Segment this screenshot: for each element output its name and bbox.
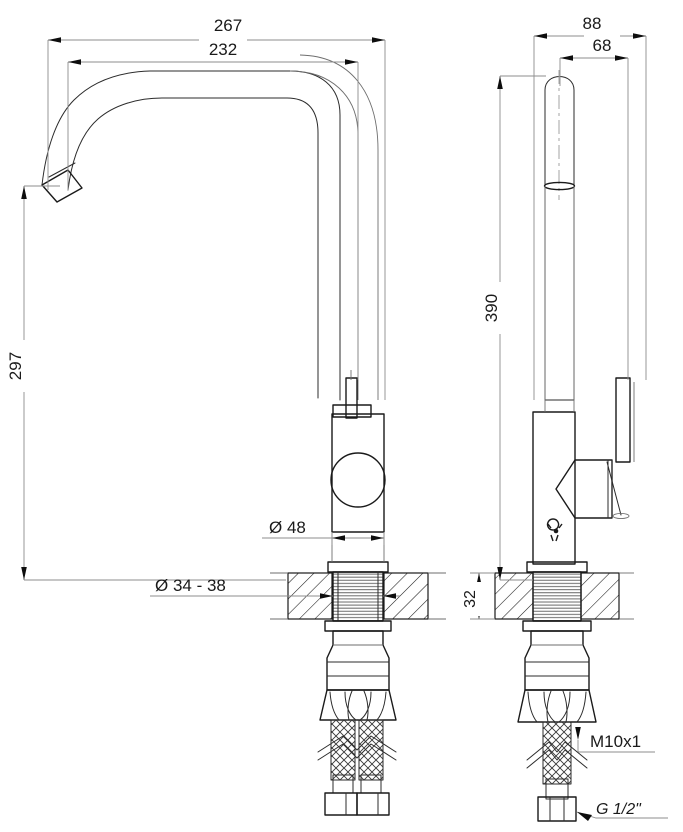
front-view-dimensions: 267 232 297 Ø 48 [6, 12, 400, 599]
dimension-32-label: 32 [462, 590, 479, 608]
dimension-88: 88 [533, 10, 647, 400]
front-hex-nuts [324, 792, 390, 816]
side-handle-mount [555, 459, 630, 520]
side-view-group [480, 70, 635, 822]
side-threaded-shank [526, 561, 588, 622]
front-spout-tip [41, 162, 83, 203]
side-body-column [532, 400, 576, 565]
dimension-390-label: 390 [482, 294, 501, 322]
side-spout [543, 70, 576, 401]
dimension-g12: G 1/2" [576, 801, 668, 821]
dimension-d34-38: Ø 34 - 38 [150, 576, 400, 599]
dimension-d48: Ø 48 [262, 518, 385, 545]
dimension-232-label: 232 [209, 40, 237, 59]
dimension-g12-label: G 1/2" [596, 801, 642, 818]
front-lever-handle [332, 370, 372, 419]
front-braided-hoses [317, 719, 397, 794]
side-braided-hose [526, 721, 588, 800]
brand-mark-icon [546, 518, 563, 542]
front-lower-connector [324, 620, 392, 691]
dimension-232: 232 [67, 36, 359, 380]
side-hex-nut [537, 796, 577, 822]
dimension-297: 297 [6, 185, 286, 581]
dimension-m10x1-label: M10x1 [590, 732, 641, 751]
side-view-dimensions: 88 68 390 32 M [462, 10, 668, 821]
front-fixing-clip [319, 689, 397, 721]
side-fixing-clip [517, 689, 597, 723]
dimension-d34-38-label: Ø 34 - 38 [155, 576, 226, 595]
dimension-88-label: 88 [583, 14, 602, 33]
front-threaded-shank [332, 571, 384, 622]
dimension-297-label: 297 [6, 352, 25, 380]
side-lever-arm [615, 377, 635, 463]
dimension-390: 390 [482, 75, 546, 581]
dimension-d48-label: Ø 48 [269, 518, 306, 537]
dimension-267-label: 267 [214, 16, 242, 35]
dimension-68: 68 [559, 32, 629, 380]
dimension-68-label: 68 [593, 36, 612, 55]
dimension-32: 32 [462, 572, 495, 620]
side-countertop-section [480, 572, 634, 620]
dimension-m10x1: M10x1 [575, 727, 655, 753]
